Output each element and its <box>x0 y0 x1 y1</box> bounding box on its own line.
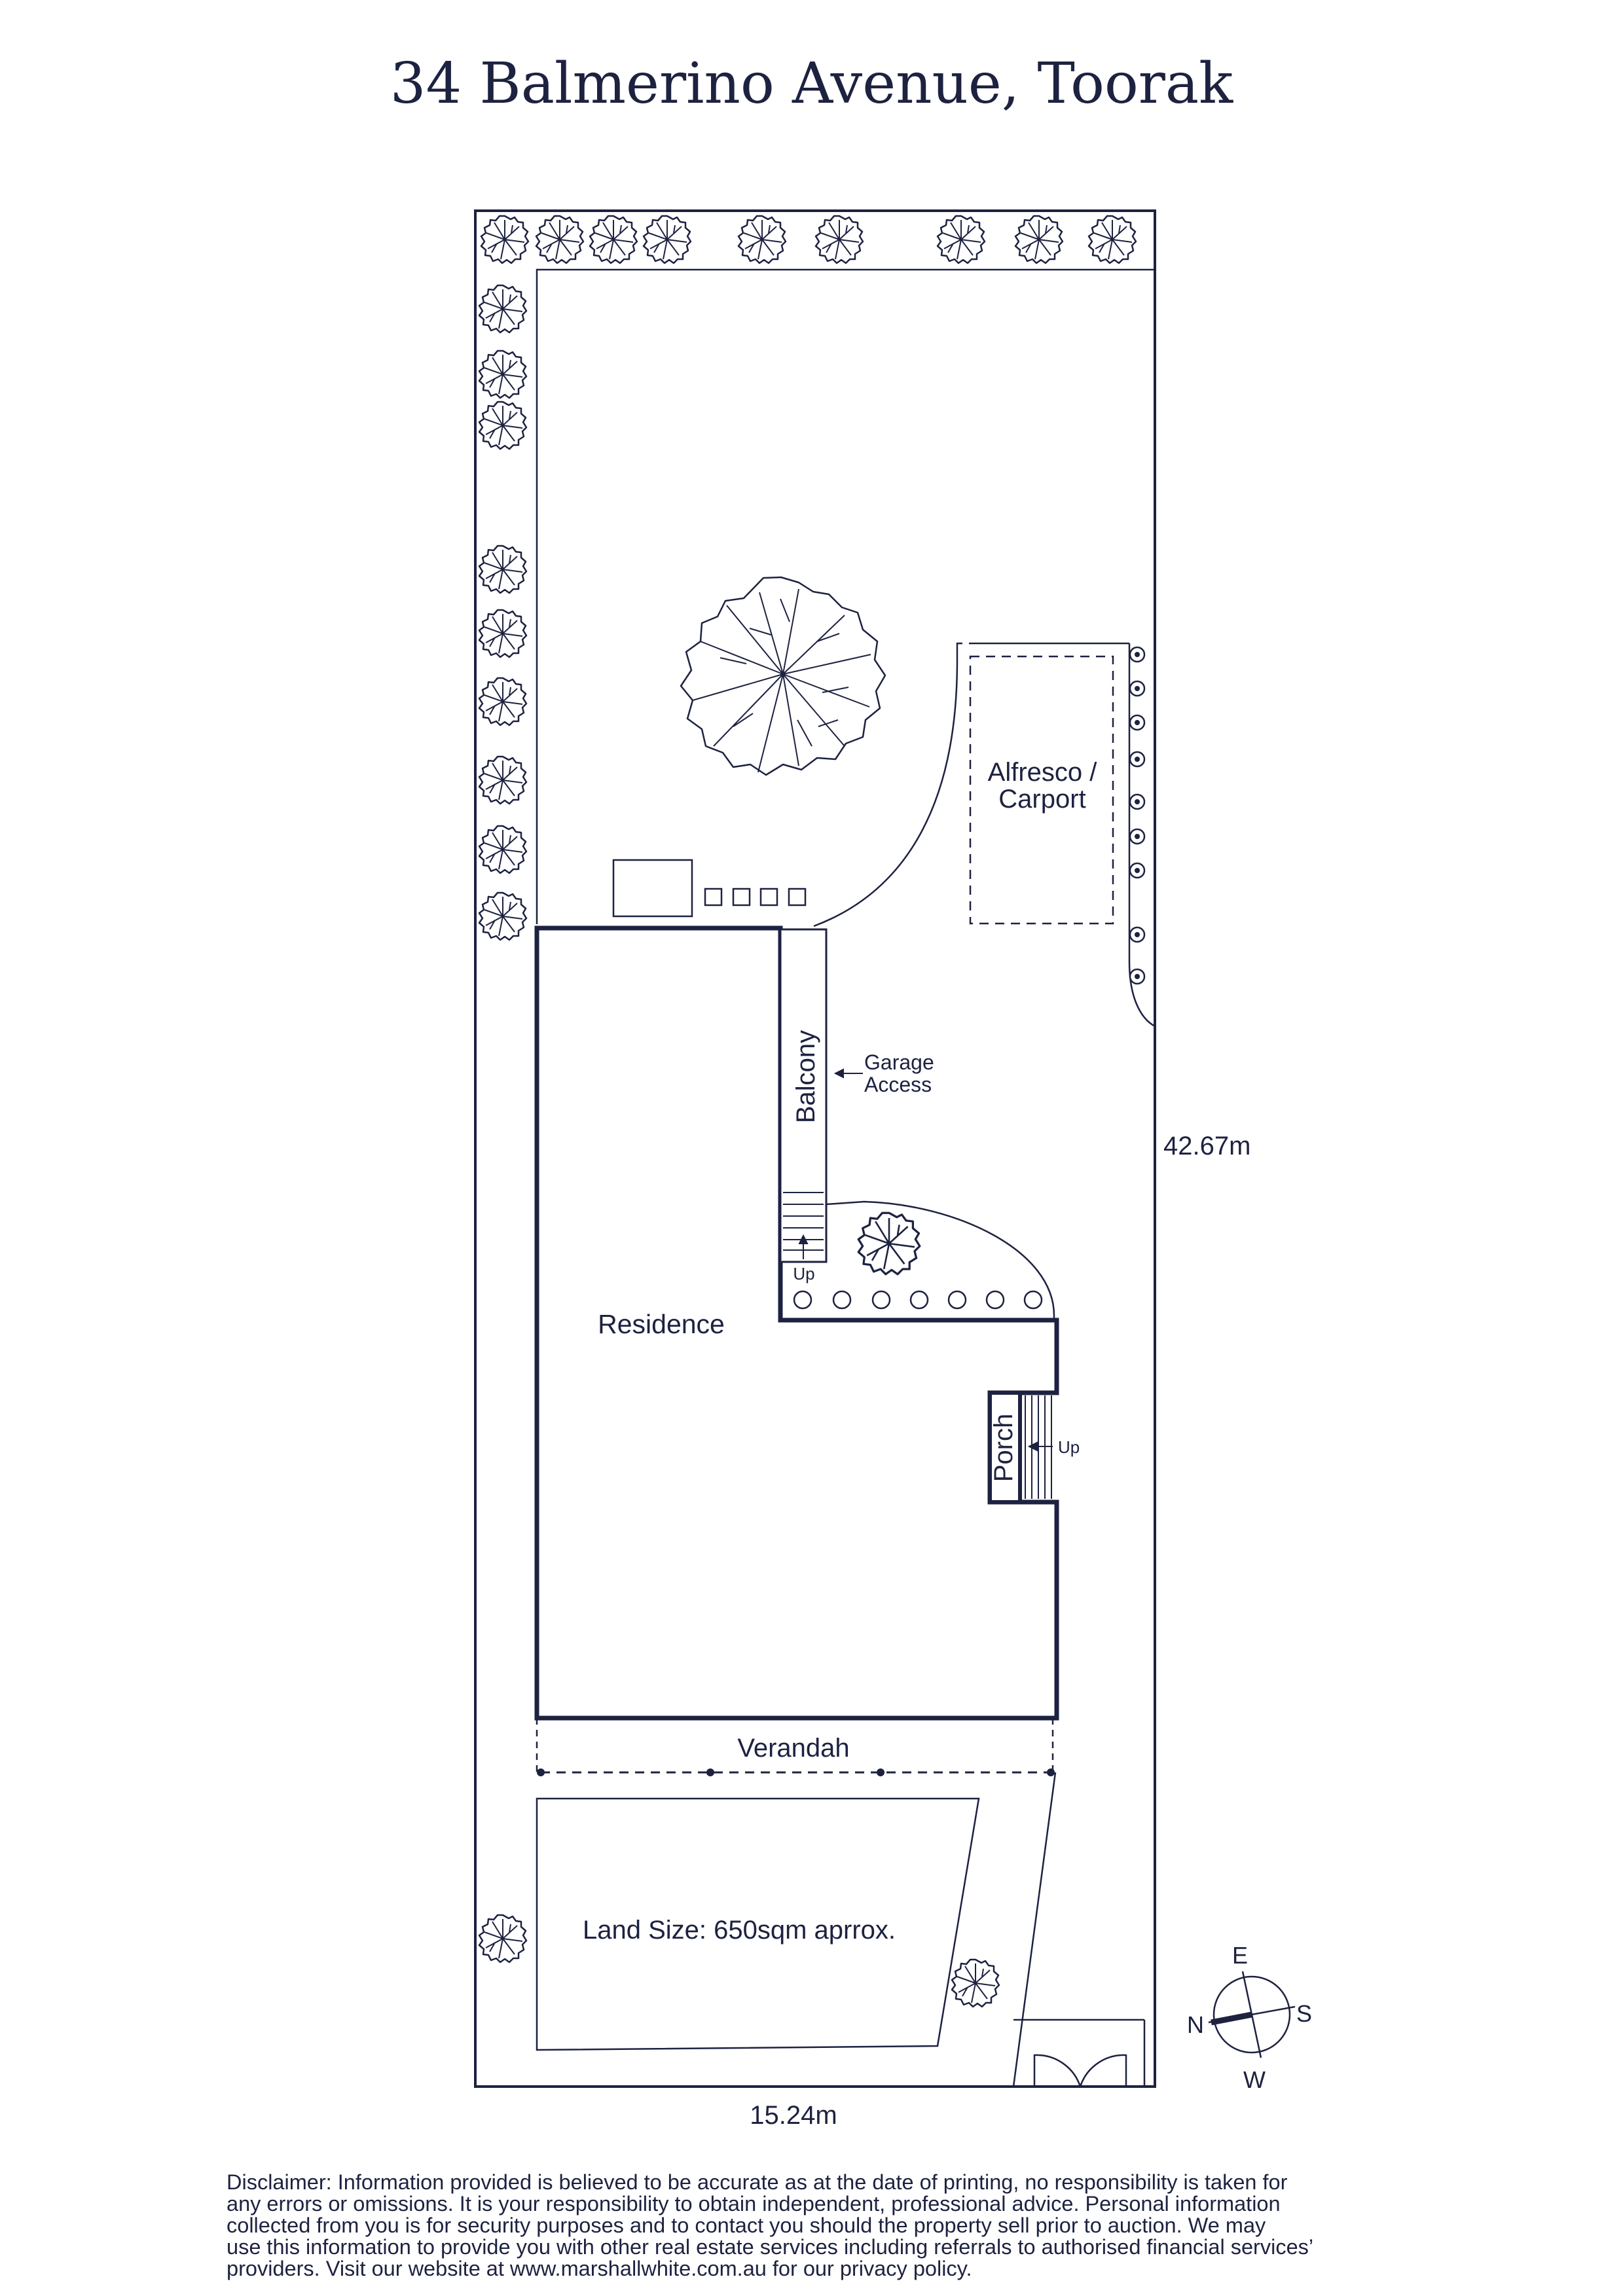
front-gate <box>1013 2018 1146 2087</box>
dimension-side-label: 42.67m <box>1163 1132 1250 1160</box>
balcony-up-label: Up <box>793 1264 814 1283</box>
front-lawn: Land Size: 650sqm aprrox. <box>536 1772 1057 2087</box>
verandah-label: Verandah <box>737 1734 849 1763</box>
balcony-label: Balcony <box>792 1030 820 1123</box>
land-size-label: Land Size: 650sqm aprrox. <box>583 1916 896 1945</box>
carport-label: Carport <box>998 785 1085 814</box>
balcony: Balcony Up <box>779 928 828 1283</box>
disclaimer-line: collected from you is for security purpo… <box>227 2214 1266 2237</box>
compass-icon: E S N W <box>1187 1942 1312 2093</box>
arrow-icon <box>833 1068 863 1079</box>
alfresco-carport: Alfresco / Carport <box>969 655 1114 925</box>
page-title: 34 Balmerino Avenue, Toorak <box>390 51 1233 117</box>
porch: Porch Up <box>988 1391 1080 1504</box>
arrow-icon <box>798 1234 809 1259</box>
compass-e: E <box>1232 1942 1248 1969</box>
arrow-icon <box>1027 1441 1053 1452</box>
residence-label: Residence <box>598 1309 725 1339</box>
dimension-bottom-label: 15.24m <box>750 2101 837 2130</box>
alfresco-label: Alfresco / <box>988 758 1098 787</box>
property-boundary <box>474 209 1156 2088</box>
disclaimer-line: providers. Visit our website at www.mars… <box>227 2257 972 2280</box>
disclaimer-line: use this information to provide you with… <box>227 2235 1314 2259</box>
dimensions: 42.67m 15.24m <box>750 1132 1250 2130</box>
garden-bed <box>826 1200 1055 1319</box>
inner-garden-boundary <box>536 268 1156 1028</box>
compass-s: S <box>1296 2000 1312 2027</box>
disclaimer-line: Disclaimer: Information provided is beli… <box>227 2170 1288 2194</box>
porch-label: Porch <box>989 1414 1018 1482</box>
residence: Residence <box>534 925 1059 1721</box>
porch-up-label: Up <box>1058 1437 1080 1457</box>
garage-access: Garage Access <box>833 1050 934 1096</box>
access-label: Access <box>864 1073 932 1096</box>
compass-w: W <box>1243 2066 1266 2093</box>
feature-tree <box>680 576 886 776</box>
compass-n: N <box>1187 2011 1204 2038</box>
verandah: Verandah <box>536 1718 1055 1776</box>
disclaimer-line: any errors or omissions. It is your resp… <box>227 2192 1281 2215</box>
garden-bed-circles <box>793 1290 1043 1310</box>
bollards-side <box>1129 646 1146 985</box>
garden-elements <box>612 859 807 918</box>
garage-label: Garage <box>864 1050 934 1074</box>
disclaimer: Disclaimer: Information provided is beli… <box>227 2172 1405 2280</box>
